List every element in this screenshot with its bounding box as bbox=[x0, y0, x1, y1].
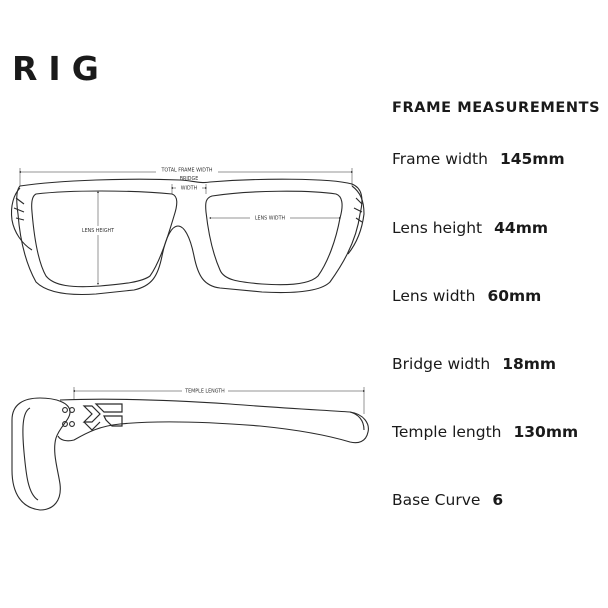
spec-label: Frame width bbox=[392, 150, 488, 168]
total-frame-width-label: TOTAL FRAME WIDTH bbox=[160, 168, 212, 174]
temple-length-label: TEMPLE LENGTH bbox=[184, 389, 225, 395]
spec-value: 44mm bbox=[494, 219, 549, 237]
side-front-frame bbox=[11, 397, 71, 511]
spec-row-lens-width: Lens width 60mm bbox=[392, 287, 541, 305]
lens-height-label: LENS HEIGHT bbox=[82, 228, 114, 234]
front-view bbox=[10, 178, 365, 295]
spec-value: 6 bbox=[492, 491, 504, 509]
spec-row-lens-height: Lens height 44mm bbox=[392, 219, 548, 237]
left-lens bbox=[31, 190, 178, 288]
frame-outline bbox=[16, 178, 363, 295]
side-labels: TEMPLE LENGTH bbox=[182, 386, 228, 395]
spec-label: Bridge width bbox=[392, 355, 491, 373]
rivet-2 bbox=[69, 407, 75, 413]
spec-value: 18mm bbox=[502, 355, 557, 373]
rivet-3 bbox=[62, 421, 68, 427]
bridge-width-label-line2: WIDTH bbox=[181, 186, 198, 192]
right-hinge bbox=[347, 185, 365, 255]
right-lens bbox=[205, 190, 343, 286]
spec-row-bridge-width: Bridge width 18mm bbox=[392, 355, 556, 373]
bridge-width-label-line1: BRIDGE bbox=[180, 176, 198, 182]
side-view bbox=[11, 397, 369, 511]
spec-row-temple-length: Temple length 130mm bbox=[392, 423, 578, 441]
temple-logo-icon bbox=[82, 403, 123, 431]
rivet-1 bbox=[62, 407, 68, 413]
spec-label: Lens width bbox=[392, 287, 476, 305]
spec-value: 145mm bbox=[499, 150, 565, 168]
temple-arm bbox=[57, 398, 369, 444]
lens-width-label: LENS WIDTH bbox=[255, 216, 286, 222]
product-title: RIG bbox=[12, 49, 110, 88]
side-lens-edge bbox=[22, 407, 39, 501]
right-hinge-detail bbox=[353, 197, 363, 223]
spec-value: 60mm bbox=[487, 287, 542, 305]
temple-tip bbox=[349, 411, 365, 431]
left-hinge bbox=[10, 187, 33, 251]
front-labels: TOTAL FRAME WIDTH BRIDGE WIDTH LENS WIDT… bbox=[78, 166, 290, 235]
spec-value: 130mm bbox=[513, 423, 579, 441]
spec-row-frame-width: Frame width 145mm bbox=[392, 150, 565, 168]
left-hinge-detail bbox=[13, 197, 25, 221]
spec-row-base-curve: Base Curve 6 bbox=[392, 491, 503, 509]
frame-measurements-heading: FRAME MEASUREMENTS bbox=[392, 100, 601, 116]
spec-label: Temple length bbox=[392, 423, 502, 441]
rivet-4 bbox=[69, 421, 75, 427]
spec-label: Lens height bbox=[392, 219, 483, 237]
spec-label: Base Curve bbox=[392, 491, 481, 509]
